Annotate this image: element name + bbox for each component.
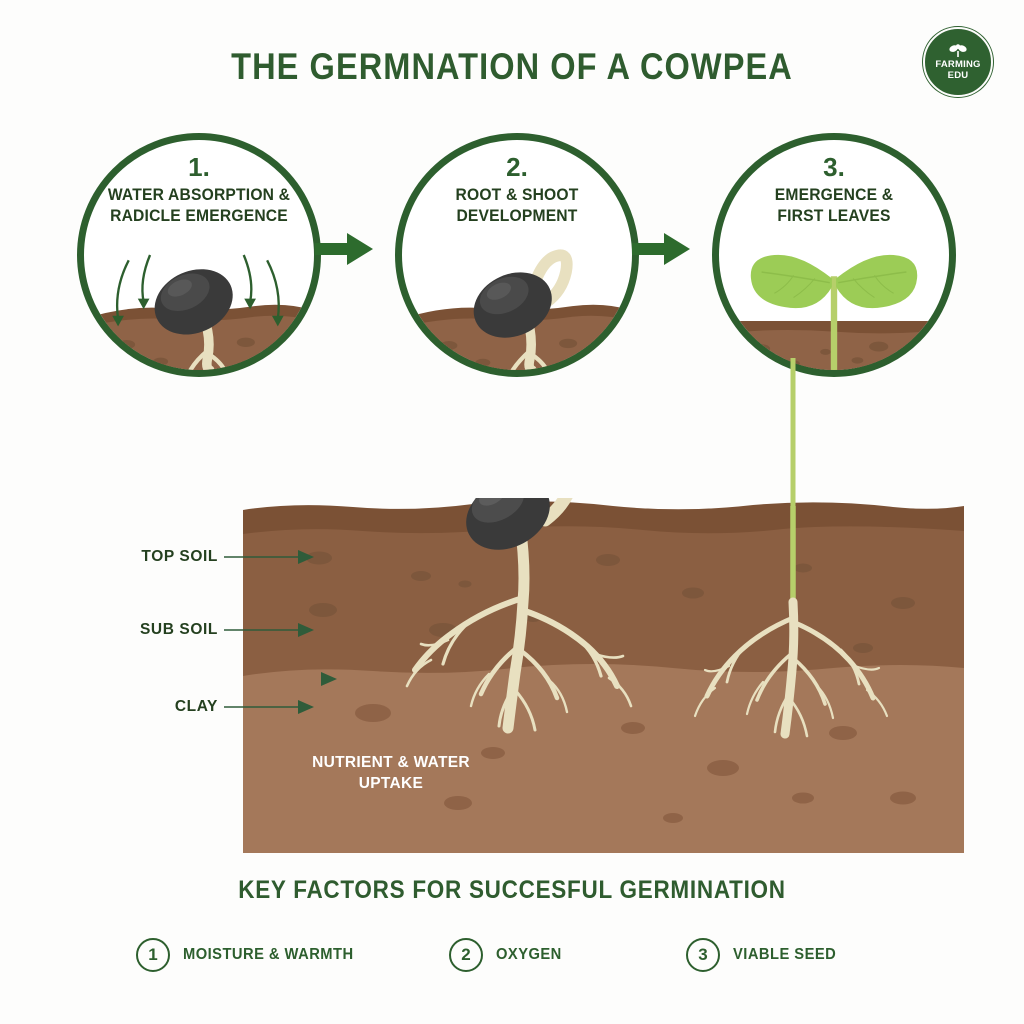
stage-1-caption-line-1: WATER ABSORPTION &: [107, 185, 291, 204]
arrow-right-icon: [315, 233, 373, 265]
key-factor-3-label: VIABLE SEED: [733, 946, 837, 963]
key-factors-row: 1 MOISTURE & WARMTH 2 OXYGEN 3 VIABLE SE…: [136, 938, 896, 982]
soil-label-top-soil: TOP SOIL: [141, 548, 218, 565]
nutrient-uptake-caption: NUTRIENT & WATER UPTAKE: [312, 754, 470, 792]
footer-title: KEY FACTORS FOR SUCCESFUL GERMINATION: [238, 876, 786, 904]
right-plant-aerial-stem: [790, 358, 796, 508]
stage-circle-3[interactable]: 3. EMERGENCE & FIRST LEAVES: [712, 133, 956, 377]
stage-2-caption: ROOT & SHOOT DEVELOPMENT: [411, 184, 623, 226]
soil-label-clay-arrow: [224, 700, 314, 714]
key-factor-2-badge: 2: [449, 938, 483, 972]
stage-circle-2[interactable]: 2. ROOT & SHOOT DEVELOPMENT: [395, 133, 639, 377]
key-factor-1-label: MOISTURE & WARMTH: [183, 946, 354, 963]
stage-2-number: 2.: [506, 152, 528, 182]
key-factor-3[interactable]: 3 VIABLE SEED: [686, 938, 845, 972]
flow-arrow-2-to-3: [632, 232, 690, 266]
stage-1-number: 1.: [188, 152, 210, 182]
seed-with-water-arrows-icon: [84, 254, 314, 370]
brand-logo[interactable]: FARMING EDU: [923, 27, 993, 97]
stage-2-caption-line-2: DEVELOPMENT: [456, 206, 578, 225]
soil-layer-boundary-arrow: [321, 672, 337, 686]
flow-arrow-1-to-2: [315, 232, 373, 266]
soil-label-sub-soil: SUB SOIL: [139, 621, 218, 638]
stage-3-caption: EMERGENCE & FIRST LEAVES: [728, 184, 940, 226]
logo-line-2: EDU: [947, 69, 969, 81]
page-title: THE GERMNATION OF A COWPEA: [231, 46, 793, 87]
key-factor-3-badge: 3: [686, 938, 720, 972]
key-factor-2-label: OXYGEN: [496, 946, 562, 963]
sprout-leaf-icon: [948, 43, 968, 58]
soil-label-sub-soil-arrow: [224, 623, 314, 637]
arrow-right-icon: [632, 233, 690, 265]
stage-3-caption-line-2: FIRST LEAVES: [777, 206, 891, 225]
stage-3-number: 3.: [823, 152, 845, 182]
soil-cross-section: [243, 498, 964, 853]
stage-3-caption-line-1: EMERGENCE &: [774, 185, 894, 204]
logo-line-1: FARMING: [935, 58, 981, 70]
stage-1-caption-line-2: RADICLE EMERGENCE: [110, 206, 288, 225]
key-factor-1[interactable]: 1 MOISTURE & WARMTH: [136, 938, 368, 972]
seedling-with-cotyledons-icon: [719, 254, 949, 370]
soil-label-clay: CLAY: [174, 698, 218, 715]
seed-with-hypocotyl-hook-icon: [402, 249, 632, 370]
stage-circle-1[interactable]: 1. WATER ABSORPTION & RADICLE EMERGENCE: [77, 133, 321, 377]
soil-label-top-soil-arrow: [224, 550, 314, 564]
stage-1-caption: WATER ABSORPTION & RADICLE EMERGENCE: [93, 184, 305, 226]
key-factor-2[interactable]: 2 OXYGEN: [449, 938, 567, 972]
key-factor-1-badge: 1: [136, 938, 170, 972]
stage-2-caption-line-1: ROOT & SHOOT: [455, 185, 579, 204]
